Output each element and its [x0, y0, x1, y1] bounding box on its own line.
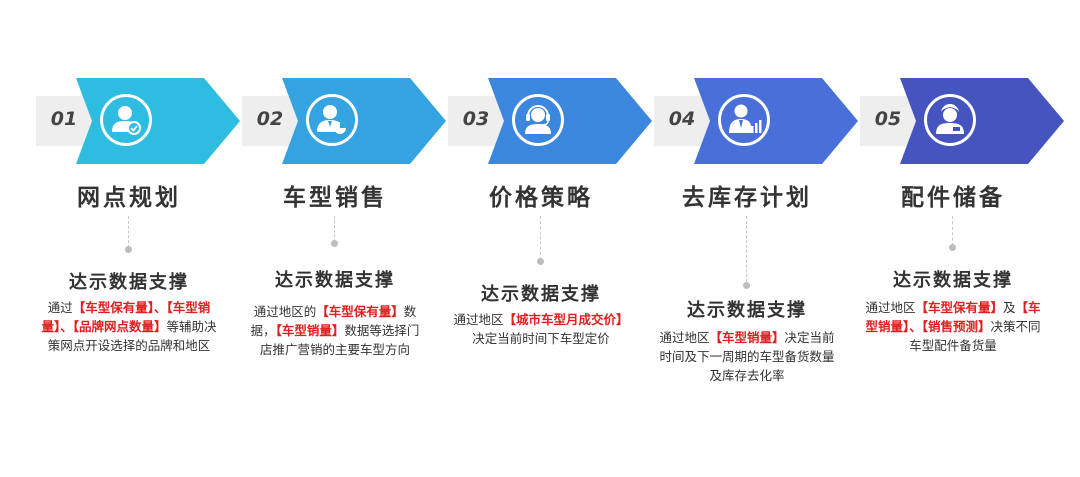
desc-text: 及: [1003, 300, 1016, 315]
step-title: 网点规划: [77, 185, 181, 211]
step-4: 04 去库存计划 达示数据支撑 通过地区【车型销量】决定当前时间及下一周期的车型…: [654, 0, 860, 477]
step-number: 05: [874, 108, 902, 130]
desc-text: 通过地区的: [253, 304, 317, 319]
desc-highlight: 【车型销量】: [275, 323, 345, 338]
connector-dot: [125, 246, 132, 253]
connector-line: [540, 216, 541, 260]
step-title: 配件储备: [901, 185, 1005, 211]
step-title: 车型销售: [283, 185, 387, 211]
step-number: 03: [462, 108, 490, 130]
step-subtitle: 达示数据支撑: [893, 270, 1013, 291]
desc-highlight: 【车型保有量】: [316, 304, 404, 319]
step-1-arrow: 01: [36, 78, 242, 164]
user-card-icon: [924, 94, 976, 146]
step-description: 通过地区的【车型保有量】数据，【车型销量】数据等选择门店推广营销的主要车型方向: [246, 302, 424, 359]
desc-highlight: 【车型销量】、【销售预测】: [865, 300, 1041, 334]
desc-highlight: 【车型销量】: [709, 330, 785, 345]
step-2: 02 车型销售 达示数据支撑 通过地区的【车型保有量】数据，【车型销量】数据等选…: [242, 0, 448, 477]
step-5: 05 配件储备 达示数据支撑 通过地区【车型保有量】及【车型销量】、【销售预测】…: [860, 0, 1066, 477]
step-1: 01 网点规划 达示数据支撑 通过【车型保有量】、【车型销量】、【品牌网点数量】…: [36, 0, 242, 477]
desc-highlight: 【车型保有量】、【车型销量】、【品牌网点数量】: [41, 300, 211, 334]
step-3-arrow: 03: [448, 78, 654, 164]
step-title: 价格策略: [489, 185, 593, 211]
step-subtitle: 达示数据支撑: [69, 272, 189, 293]
headset-icon: [512, 94, 564, 146]
user-growth-icon: [718, 94, 770, 146]
connector-dot: [537, 258, 544, 265]
desc-text: 通过地区: [453, 312, 504, 327]
connector-line: [128, 216, 129, 248]
user-chart-icon: [306, 94, 358, 146]
desc-text: 等辅助决策网点开设选择的品牌和地区: [47, 319, 217, 353]
step-description: 通过地区【车型保有量】及【车型销量】、【销售预测】决策不同车型配件备货量: [864, 298, 1042, 355]
step-description: 通过地区【城市车型月成交价】决定当前时间下车型定价: [452, 310, 630, 348]
user-check-icon: [100, 94, 152, 146]
step-3: 03 价格策略 达示数据支撑 通过地区【城市车型月成交价】决定当前时间下车型定价: [448, 0, 654, 477]
step-description: 通过地区【车型销量】决定当前时间及下一周期的车型备货数量及库存去化率: [658, 328, 836, 385]
connector-dot: [949, 244, 956, 251]
connector-line: [952, 216, 953, 246]
desc-highlight: 【城市车型月成交价】: [503, 312, 629, 327]
step-number: 01: [50, 108, 78, 130]
connector-dot: [331, 240, 338, 247]
step-5-arrow: 05: [860, 78, 1066, 164]
step-subtitle: 达示数据支撑: [481, 284, 601, 305]
step-4-arrow: 04: [654, 78, 860, 164]
step-description: 通过【车型保有量】、【车型销量】、【品牌网点数量】等辅助决策网点开设选择的品牌和…: [40, 298, 218, 355]
desc-text: 数据，: [250, 304, 417, 338]
step-number: 02: [256, 108, 284, 130]
desc-text: 通过: [47, 300, 73, 315]
step-subtitle: 达示数据支撑: [687, 300, 807, 321]
desc-text: 通过地区: [865, 300, 916, 315]
step-subtitle: 达示数据支撑: [275, 270, 395, 291]
desc-text: 决定当前时间及下一周期的车型备货数量及库存去化率: [659, 330, 835, 383]
connector-line: [746, 216, 747, 282]
desc-text: 决策不同车型配件备货量: [909, 319, 1041, 353]
desc-text: 数据等选择门店推广营销的主要车型方向: [259, 323, 420, 357]
step-2-arrow: 02: [242, 78, 448, 164]
desc-text: 通过地区: [659, 330, 710, 345]
step-title: 去库存计划: [682, 185, 812, 211]
connector-dot: [743, 282, 750, 289]
connector-line: [334, 216, 335, 242]
desc-text: 决定当前时间下车型定价: [472, 331, 610, 346]
step-number: 04: [668, 108, 696, 130]
desc-highlight: 【车型保有量】: [915, 300, 1003, 315]
